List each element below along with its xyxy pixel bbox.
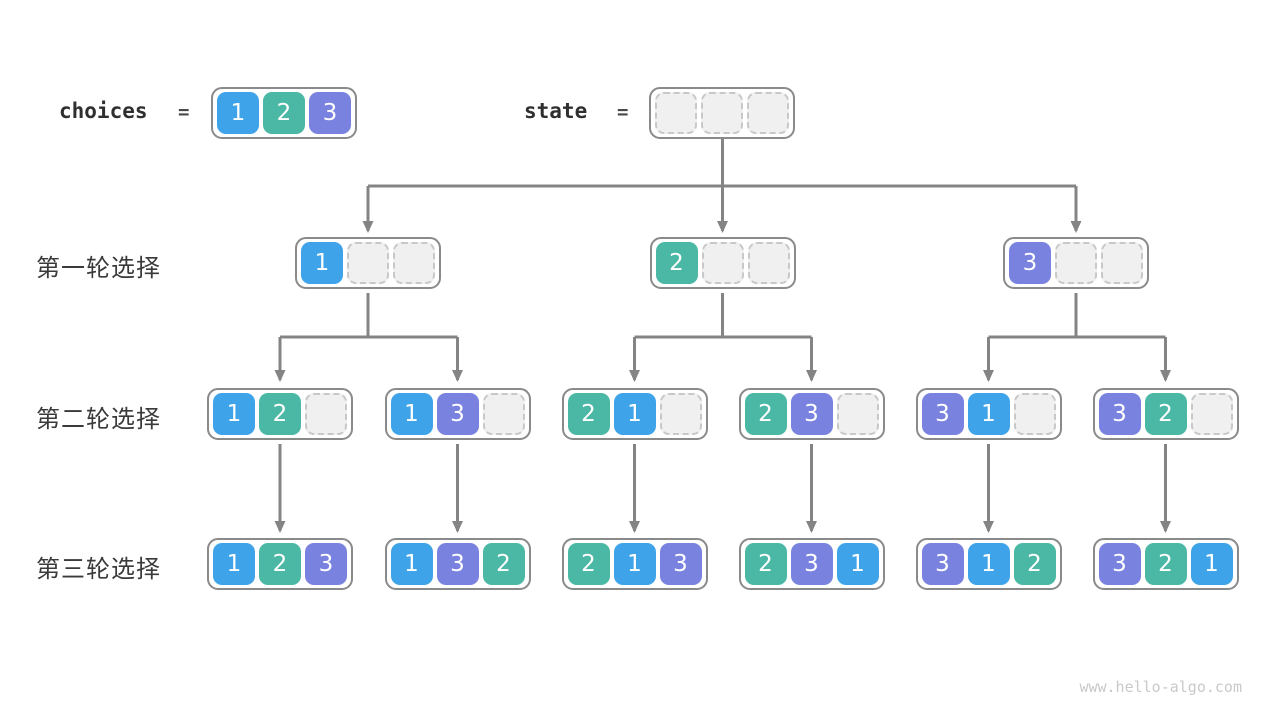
- element-2: 2: [263, 92, 305, 134]
- element-1: 1: [390, 393, 433, 435]
- empty-slot: [305, 393, 347, 435]
- element-1: 1: [390, 543, 433, 585]
- element-3: 3: [921, 393, 964, 435]
- element-1: 1: [967, 543, 1010, 585]
- element-2: 2: [655, 242, 698, 284]
- element-1: 1: [217, 92, 259, 134]
- state-box-round1-2: 2: [649, 237, 796, 289]
- element-1: 1: [613, 543, 656, 585]
- element-3: 3: [1098, 543, 1141, 585]
- choices-equals-sign: =: [178, 101, 190, 123]
- empty-slot: [655, 92, 697, 134]
- element-1: 1: [213, 543, 255, 585]
- element-2: 2: [482, 543, 525, 585]
- element-2: 2: [1144, 393, 1187, 435]
- element-3: 3: [1098, 393, 1141, 435]
- element-3: 3: [659, 543, 702, 585]
- empty-slot: [1101, 242, 1143, 284]
- choices-label: choices: [59, 99, 148, 123]
- empty-slot: [659, 393, 702, 435]
- empty-slot: [836, 393, 879, 435]
- element-3: 3: [790, 393, 833, 435]
- element-3: 3: [436, 393, 479, 435]
- state-label: state: [524, 99, 588, 123]
- element-3: 3: [309, 92, 351, 134]
- empty-slot: [1190, 393, 1233, 435]
- state-box-round1-3: 3: [1003, 237, 1149, 289]
- round-2-label: 第二轮选择: [36, 405, 161, 433]
- state-array: [649, 87, 795, 139]
- empty-slot: [1055, 242, 1097, 284]
- empty-slot: [1013, 393, 1056, 435]
- element-2: 2: [1144, 543, 1187, 585]
- element-2: 2: [744, 393, 787, 435]
- element-3: 3: [921, 543, 964, 585]
- empty-slot: [747, 242, 790, 284]
- element-1: 1: [613, 393, 656, 435]
- element-1: 1: [967, 393, 1010, 435]
- element-2: 2: [744, 543, 787, 585]
- round-3-label: 第三轮选择: [36, 555, 161, 583]
- element-1: 1: [1190, 543, 1233, 585]
- watermark: www.hello-algo.com: [1079, 678, 1242, 696]
- element-2: 2: [259, 543, 301, 585]
- element-1: 1: [213, 393, 255, 435]
- empty-slot: [701, 92, 743, 134]
- element-2: 2: [567, 393, 610, 435]
- empty-slot: [701, 242, 744, 284]
- state-equals-sign: =: [617, 101, 629, 123]
- empty-slot: [747, 92, 789, 134]
- element-1: 1: [836, 543, 879, 585]
- round-1-label: 第一轮选择: [36, 254, 161, 282]
- empty-slot: [393, 242, 435, 284]
- element-3: 3: [1009, 242, 1051, 284]
- empty-slot: [482, 393, 525, 435]
- element-2: 2: [567, 543, 610, 585]
- element-2: 2: [259, 393, 301, 435]
- element-1: 1: [301, 242, 343, 284]
- element-2: 2: [1013, 543, 1056, 585]
- element-3: 3: [436, 543, 479, 585]
- element-3: 3: [305, 543, 347, 585]
- empty-slot: [347, 242, 389, 284]
- state-box-round1-1: 1: [295, 237, 441, 289]
- element-3: 3: [790, 543, 833, 585]
